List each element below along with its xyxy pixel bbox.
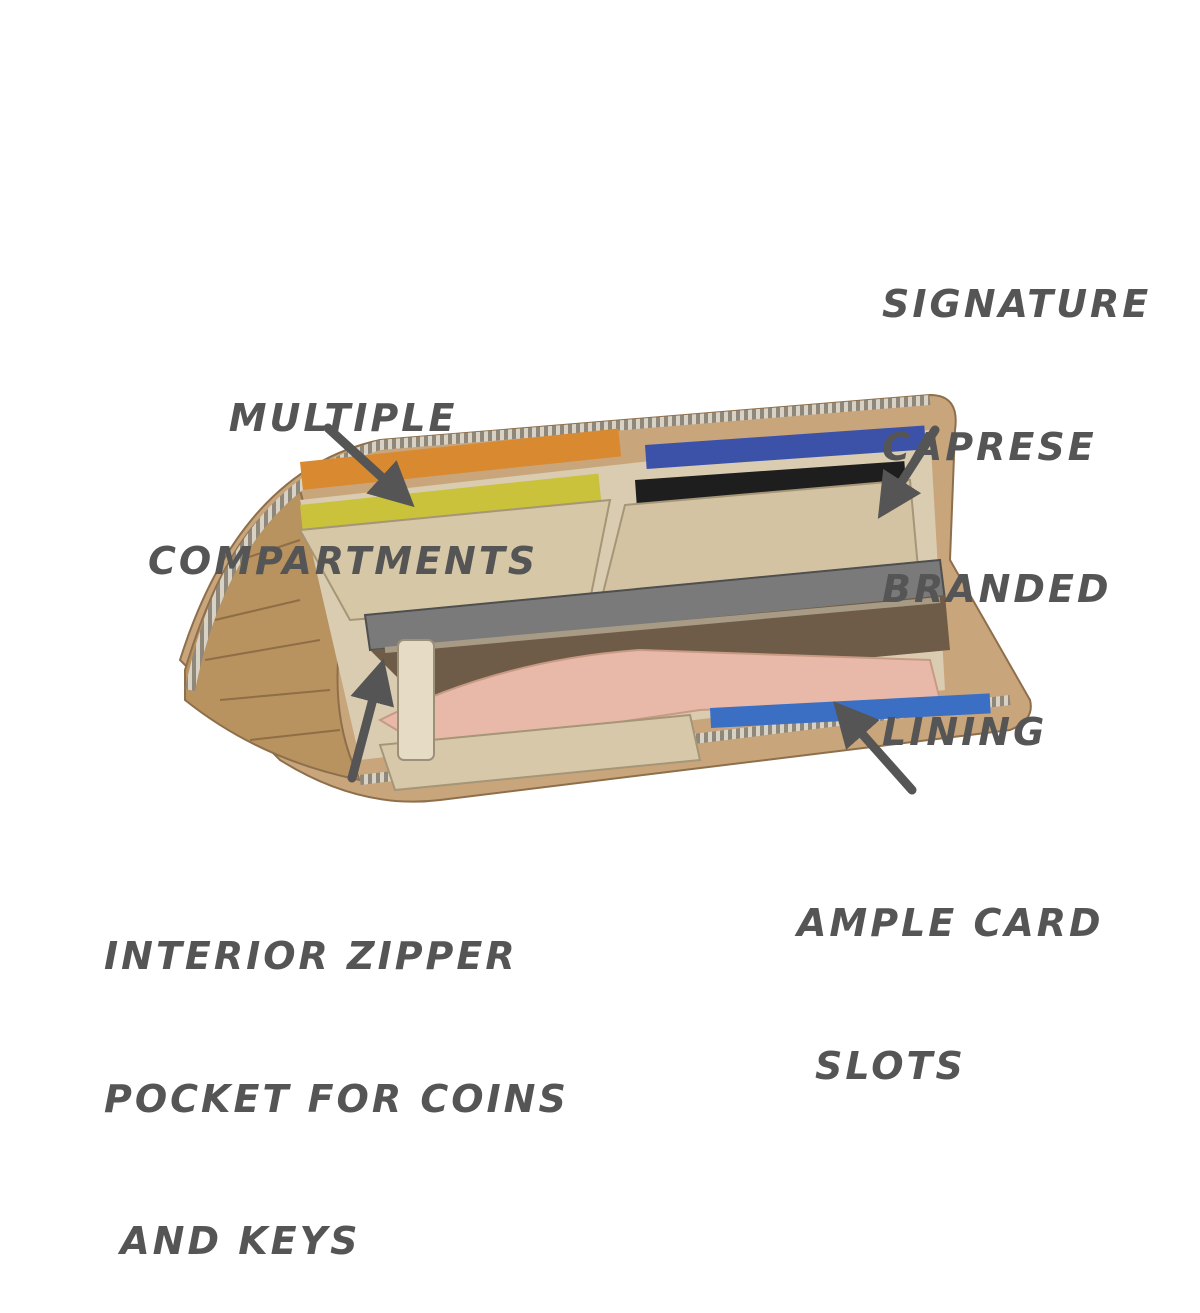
callout-line: SLOTS bbox=[815, 1043, 966, 1088]
card-black bbox=[634, 461, 907, 506]
callout-multiple-compartments: MULTIPLE COMPARTMENTS bbox=[148, 300, 538, 633]
wallet-illustration bbox=[178, 393, 1032, 803]
arrow-icon bbox=[347, 658, 394, 783]
callout-line: MULTIPLE bbox=[228, 396, 458, 440]
callout-line: SIGNATURE bbox=[882, 282, 1152, 326]
arrow-icon-group bbox=[323, 423, 940, 795]
callout-line: CAPRESE bbox=[882, 424, 1097, 469]
card-blue bbox=[644, 425, 926, 469]
callout-line: INTERIOR ZIPPER bbox=[104, 934, 518, 978]
zipper-pocket-zip bbox=[384, 597, 941, 653]
callout-line: AMPLE CARD bbox=[797, 901, 1104, 945]
callout-line: BRANDED bbox=[882, 567, 1112, 611]
lower-slot-pocket bbox=[378, 713, 702, 792]
croc-texture bbox=[204, 539, 341, 741]
callout-line: AND KEYS bbox=[104, 1219, 361, 1263]
callout-ample-card-slots: AMPLE CARD SLOTS bbox=[797, 805, 1104, 1138]
arrow-icon bbox=[833, 701, 917, 795]
zipper-pull-tab bbox=[397, 639, 435, 761]
callout-signature-lining: SIGNATURE CAPRESE BRANDED LINING bbox=[882, 186, 1151, 804]
callout-line: COMPARTMENTS bbox=[148, 538, 539, 583]
arrow-icon bbox=[323, 423, 415, 508]
callout-interior-zipper: INTERIOR ZIPPER POCKET FOR COINS AND KEY… bbox=[104, 838, 569, 1313]
callout-line: POCKET FOR COINS bbox=[104, 1076, 569, 1121]
arrow-icon bbox=[877, 425, 940, 519]
card-yellow bbox=[300, 473, 602, 535]
callout-line: LINING bbox=[882, 709, 1048, 754]
